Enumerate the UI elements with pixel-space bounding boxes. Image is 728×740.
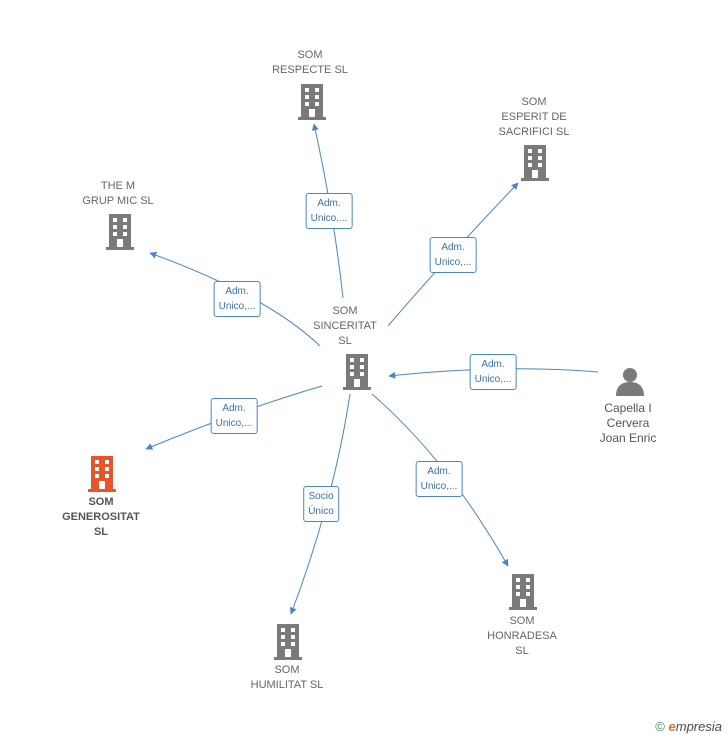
building-icon[interactable] bbox=[106, 214, 134, 250]
edge-label-humilitat[interactable]: Socio Único bbox=[303, 486, 339, 522]
copyright-icon: © bbox=[655, 719, 665, 734]
node-label-honradesa[interactable]: SOM HONRADESA SL bbox=[487, 615, 557, 657]
edge-label-themgrup[interactable]: Adm. Unico,... bbox=[213, 281, 261, 317]
brand-name: mpresia bbox=[675, 719, 722, 734]
node-label-person[interactable]: Capella I Cervera Joan Enric bbox=[599, 401, 657, 445]
building-icon[interactable] bbox=[88, 456, 116, 492]
node-label-humilitat[interactable]: SOM HUMILITAT SL bbox=[250, 664, 324, 691]
node-label-esperit[interactable]: SOM ESPERIT DE SACRIFICI SL bbox=[498, 96, 570, 138]
brand-mark: e bbox=[668, 719, 676, 734]
node-label-respecte[interactable]: SOM RESPECTE SL bbox=[272, 49, 348, 76]
edge-label-honradesa[interactable]: Adm. Unico,... bbox=[415, 461, 463, 497]
edge-label-esperit[interactable]: Adm. Unico,... bbox=[429, 237, 477, 273]
edge-label-person[interactable]: Adm. Unico,... bbox=[469, 354, 517, 390]
brand-logo: © empresia bbox=[655, 719, 722, 734]
node-label-themgrup[interactable]: THE M GRUP MIC SL bbox=[82, 180, 154, 207]
building-icon[interactable] bbox=[343, 354, 371, 390]
node-label-center[interactable]: SOM SINCERITAT SL bbox=[313, 305, 377, 347]
node-label-generositat[interactable]: SOM GENEROSITAT SL bbox=[62, 496, 140, 538]
building-icon[interactable] bbox=[509, 574, 537, 610]
building-icon[interactable] bbox=[274, 624, 302, 660]
edge-label-respecte[interactable]: Adm. Unico,... bbox=[305, 193, 353, 229]
person-icon[interactable] bbox=[615, 366, 645, 396]
edge-label-generositat[interactable]: Adm. Unico,... bbox=[210, 398, 258, 434]
building-icon[interactable] bbox=[521, 145, 549, 181]
building-icon[interactable] bbox=[298, 84, 326, 120]
